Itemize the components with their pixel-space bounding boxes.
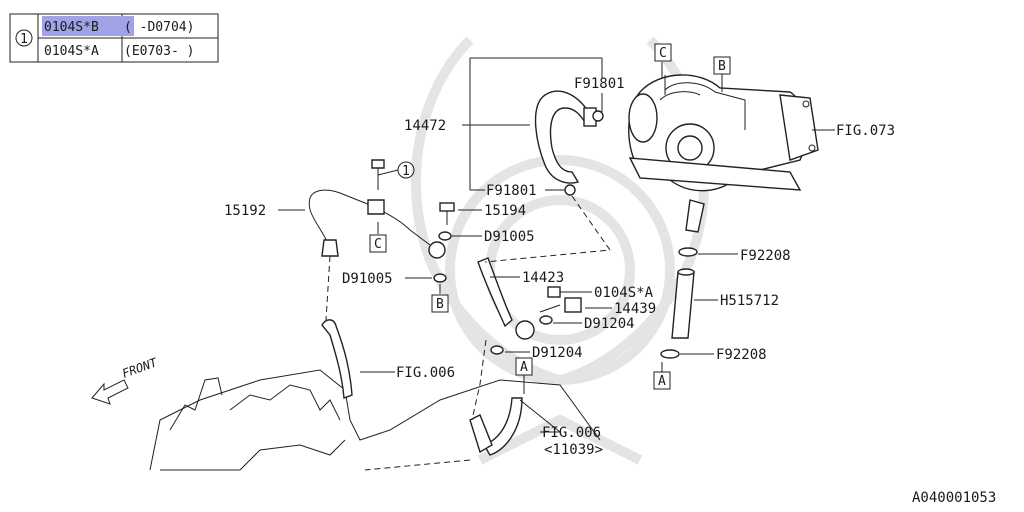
label-d91204-b: D91204 — [532, 345, 583, 361]
label-fig006-a: FIG.006 — [396, 365, 455, 381]
svg-text:A: A — [520, 360, 528, 375]
svg-text:C: C — [374, 237, 382, 252]
label-fig006-b: FIG.006 — [542, 425, 601, 441]
label-fig073: FIG.073 — [836, 123, 895, 139]
ref-box-b-top: B — [713, 56, 731, 75]
turbocharger — [628, 74, 819, 192]
hose-lower — [469, 397, 523, 456]
label-14472: 14472 — [404, 118, 446, 134]
label-11039: <11039> — [544, 442, 603, 458]
hose-14472 — [534, 90, 604, 196]
label-14439: 14439 — [614, 301, 656, 317]
svg-text:A: A — [658, 374, 666, 389]
legend-range-1: ( -D0704) — [124, 20, 194, 35]
engine-block — [149, 319, 601, 471]
label-15194: 15194 — [484, 203, 526, 219]
svg-text:FRONT: FRONT — [120, 355, 159, 381]
svg-text:B: B — [436, 297, 444, 312]
pipe-14423 — [477, 257, 535, 340]
legend-marker: 1 — [20, 32, 28, 47]
pipe-15192 — [308, 189, 446, 259]
label-15192: 15192 — [224, 203, 266, 219]
bolt-0104S — [371, 159, 385, 190]
dashed-connectors — [325, 195, 611, 471]
svg-text:B: B — [718, 59, 726, 74]
callout-marker-1: 1 — [397, 161, 415, 179]
label-d91204-a: D91204 — [584, 316, 635, 332]
clamp-f92208-top — [678, 247, 698, 257]
washer-15194 — [439, 202, 455, 225]
bolt-0104SA — [547, 286, 561, 298]
gasket-d91204-b — [490, 345, 504, 355]
svg-text:1: 1 — [402, 164, 410, 179]
label-d91005-a: D91005 — [484, 229, 535, 245]
label-f92208-b: F92208 — [716, 347, 767, 363]
gasket-d91005-top — [438, 231, 452, 241]
label-f92208-a: F92208 — [740, 248, 791, 264]
ref-box-c-top: C — [654, 43, 672, 62]
label-f91801-top: F91801 — [574, 76, 625, 92]
leader-lines — [278, 57, 835, 433]
front-arrow-icon: FRONT — [91, 355, 160, 405]
legend-range-2: (E0703- ) — [124, 44, 194, 59]
label-f91801-mid: F91801 — [486, 183, 537, 199]
ref-box-c-left: C — [369, 234, 387, 253]
legend-code-2: 0104S*A — [44, 44, 99, 59]
label-14423: 14423 — [522, 270, 564, 286]
legend-table: 1 0104S*B ( -D0704) 0104S*A (E0703- ) — [9, 13, 219, 63]
label-h515712: H515712 — [720, 293, 779, 309]
ref-box-a-right: A — [653, 371, 671, 390]
bolt-14439 — [539, 297, 582, 313]
ref-box-b-left: B — [431, 294, 449, 313]
clamp-f92208-bottom — [660, 349, 680, 359]
ref-box-a-mid: A — [515, 357, 533, 376]
label-0104sa: 0104S*A — [594, 285, 654, 301]
gasket-d91204-a — [539, 315, 553, 325]
gasket-d91005-bottom — [433, 273, 447, 283]
hose-h515712 — [660, 199, 705, 359]
diagram-id: A040001053 — [912, 490, 996, 506]
svg-text:C: C — [659, 46, 667, 61]
legend-code-1: 0104S*B — [44, 20, 99, 35]
label-d91005-b: D91005 — [342, 271, 393, 287]
legend-highlight — [42, 16, 134, 36]
